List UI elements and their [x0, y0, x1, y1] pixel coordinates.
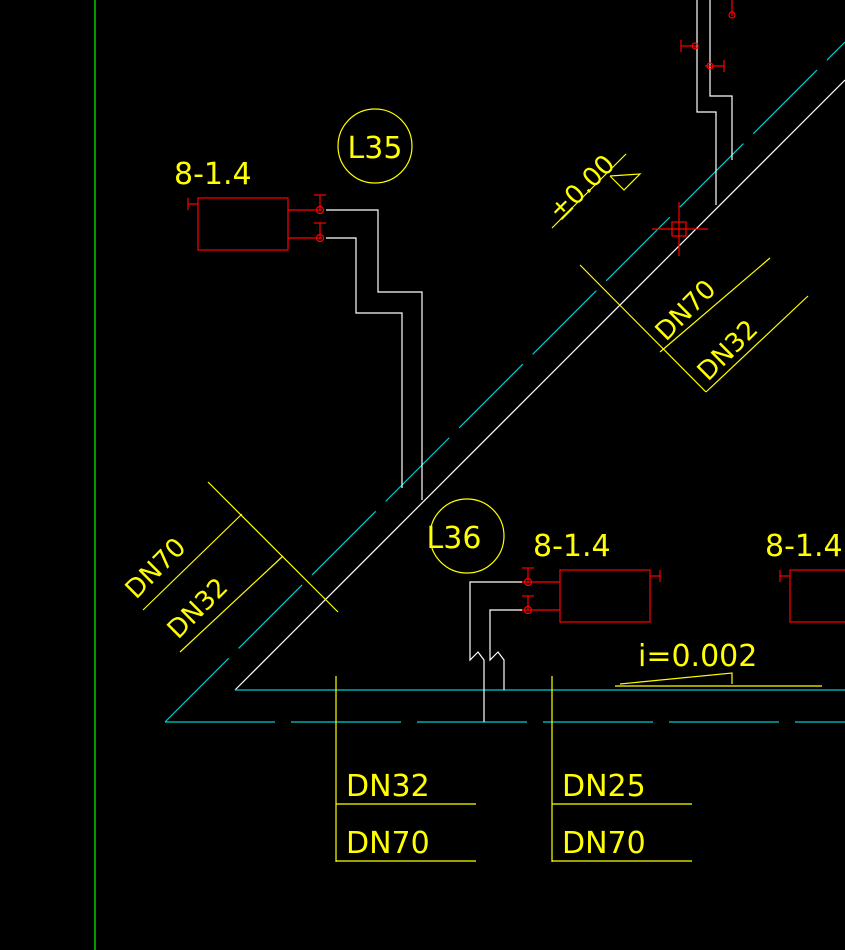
diag-right-dim: DN70 DN32 [579, 257, 809, 393]
main-diagonal-supply-pipe [234, 79, 845, 691]
riser-l35-pipes [326, 209, 423, 500]
diag-left-dn32-label: DN32 [162, 572, 235, 645]
slope-indicator [615, 672, 822, 687]
bottom-right-dn25-label: DN25 [562, 769, 646, 804]
upper-riser [680, 0, 736, 205]
elevation-mark: ±0.00 [544, 149, 642, 229]
elevation-label: ±0.00 [544, 149, 622, 227]
diag-left-dim: DN70 DN32 [120, 481, 339, 653]
radiator-mid [520, 567, 661, 623]
radiator-top-label: 8-1.4 [174, 157, 252, 192]
bottom-right-dn70-label: DN70 [562, 826, 646, 861]
bottom-right-dim: DN25 DN70 [551, 676, 692, 862]
fixed-point-marker [652, 202, 708, 256]
bottom-left-dn70-label: DN70 [346, 826, 430, 861]
bottom-left-dim: DN32 DN70 [335, 676, 476, 862]
diag-right-dn32-label: DN32 [692, 314, 765, 387]
riser-l36-bubble: L36 [427, 498, 505, 574]
riser-l36-label: L36 [427, 521, 482, 556]
radiator-top [187, 194, 326, 251]
radiator-mid-label: 8-1.4 [533, 529, 611, 564]
main-diagonal-return-pipe [164, 41, 845, 723]
riser-l35-bubble: L35 [337, 108, 413, 184]
radiator-right [779, 569, 845, 623]
slope-label: i=0.002 [638, 639, 757, 674]
bottom-left-dn32-label: DN32 [346, 769, 430, 804]
diag-left-dn70-label: DN70 [120, 532, 193, 605]
riser-l36-pipes [469, 581, 522, 722]
diag-right-dn70-label: DN70 [650, 274, 723, 347]
riser-l35-label: L35 [348, 131, 403, 166]
radiator-right-label: 8-1.4 [765, 529, 843, 564]
